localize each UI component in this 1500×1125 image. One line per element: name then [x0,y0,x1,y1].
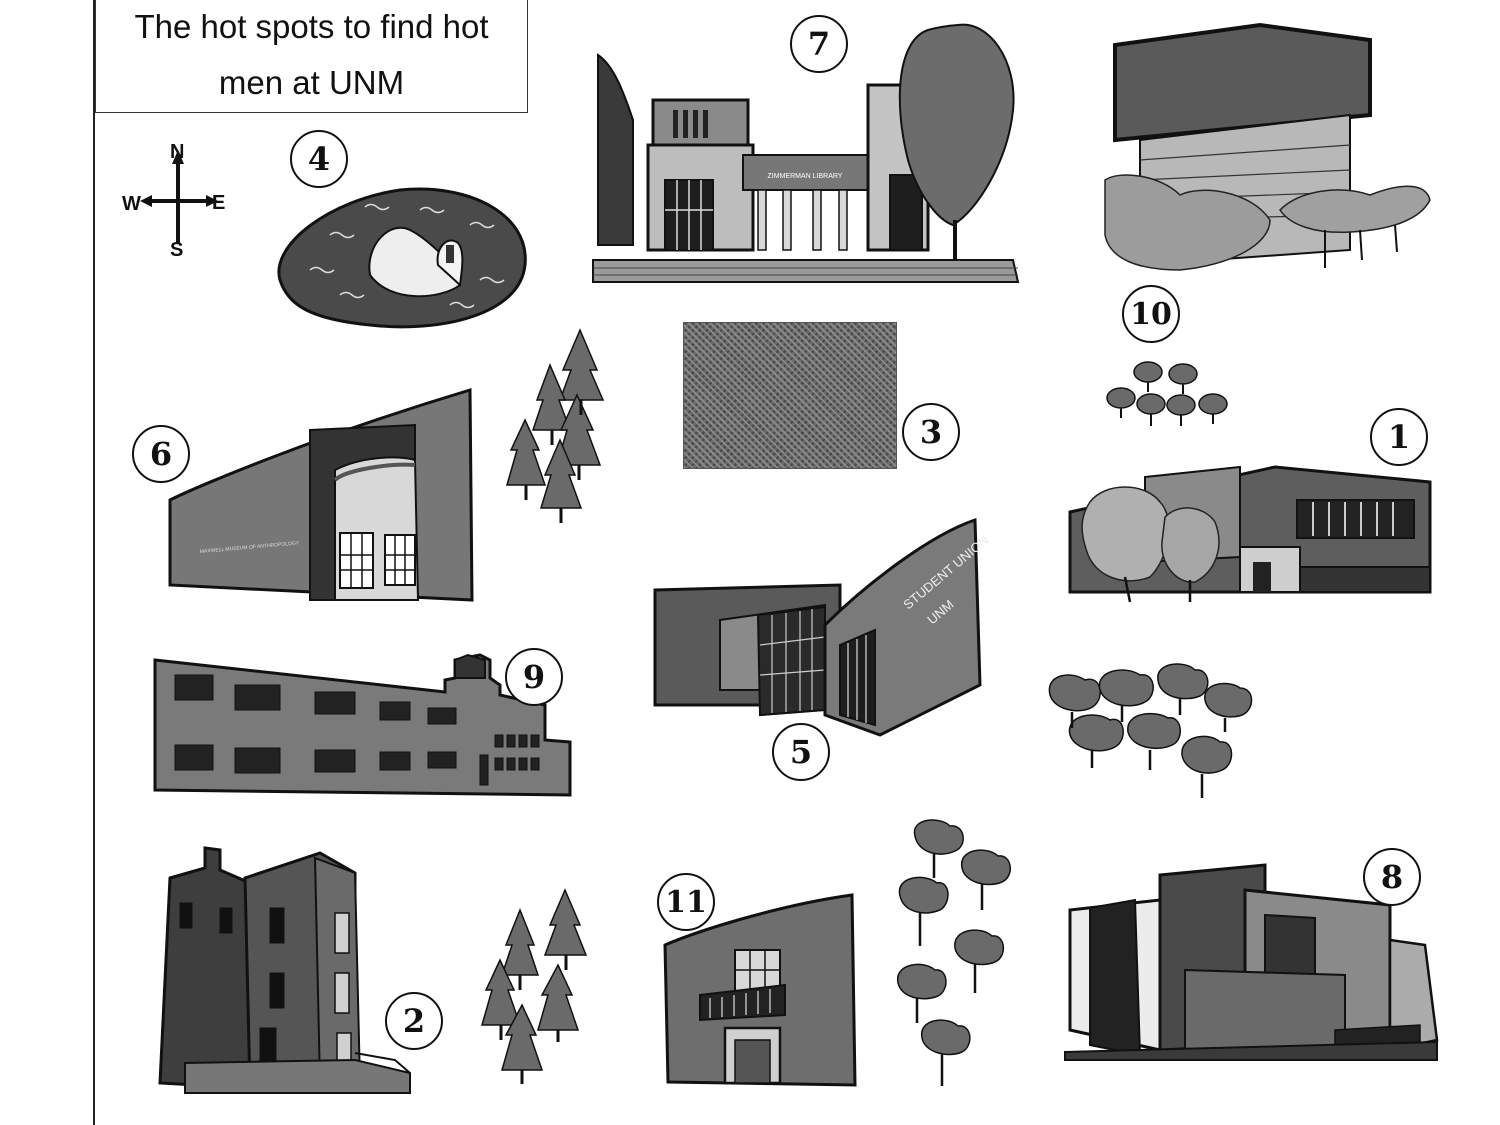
spot-1-marker[interactable]: 1 [1370,408,1428,466]
spot-2-building-illustration [158,846,411,1094]
glass-building-illustration [1104,22,1431,271]
spot-1-building-illustration [1068,465,1432,603]
compass-west-label: W [122,193,141,215]
student-union-illustration: STUDENT UNION UNM [653,517,992,737]
spot-7-marker[interactable]: 7 [790,15,848,73]
compass-east-label: E [212,192,225,214]
compass-rose-icon: N S E W [122,141,225,261]
spot-8-building-illustration [1064,863,1439,1061]
duck-pond-illustration [277,187,527,329]
spot-9-marker[interactable]: 9 [505,648,563,706]
maxwell-museum-illustration: MAXWELL MUSEUM OF ANTHROPOLOGY [168,387,474,602]
map-title-box: The hot spots to find hot men at UNM [95,0,528,113]
pine-trees-cluster-lower-icon [481,888,588,1084]
spot-6-marker[interactable]: 6 [132,425,190,483]
map-title-line-2: men at UNM [218,64,405,101]
spot-11-marker[interactable]: 11 [657,873,715,931]
spot-4-marker[interactable]: 4 [290,130,348,188]
pine-trees-cluster-icon [506,328,605,523]
compass-south-label: S [170,239,183,261]
zimmerman-library-illustration: ZIMMERMAN LIBRARY [592,23,1020,283]
spot-11-building-illustration [663,893,857,1087]
library-sign-text: ZIMMERMAN LIBRARY [768,173,843,180]
spot-8-marker[interactable]: 8 [1363,848,1421,906]
spot-10-marker[interactable]: 10 [1122,285,1180,343]
spot-9-building-illustration [153,653,572,797]
shrubs-cluster-icon [1106,361,1228,426]
spot-2-marker[interactable]: 2 [385,992,443,1050]
map-title-line-1: The hot spots to find hot [134,8,489,45]
spot-3-marker[interactable]: 3 [902,403,960,461]
compass-north-label: N [170,141,184,163]
map-frame-left [93,0,95,1125]
spot-5-marker[interactable]: 5 [772,723,830,781]
deciduous-trees-cluster-icon [1048,663,1253,798]
deciduous-trees-column-icon [897,819,1011,1086]
field-illustration [683,322,897,469]
